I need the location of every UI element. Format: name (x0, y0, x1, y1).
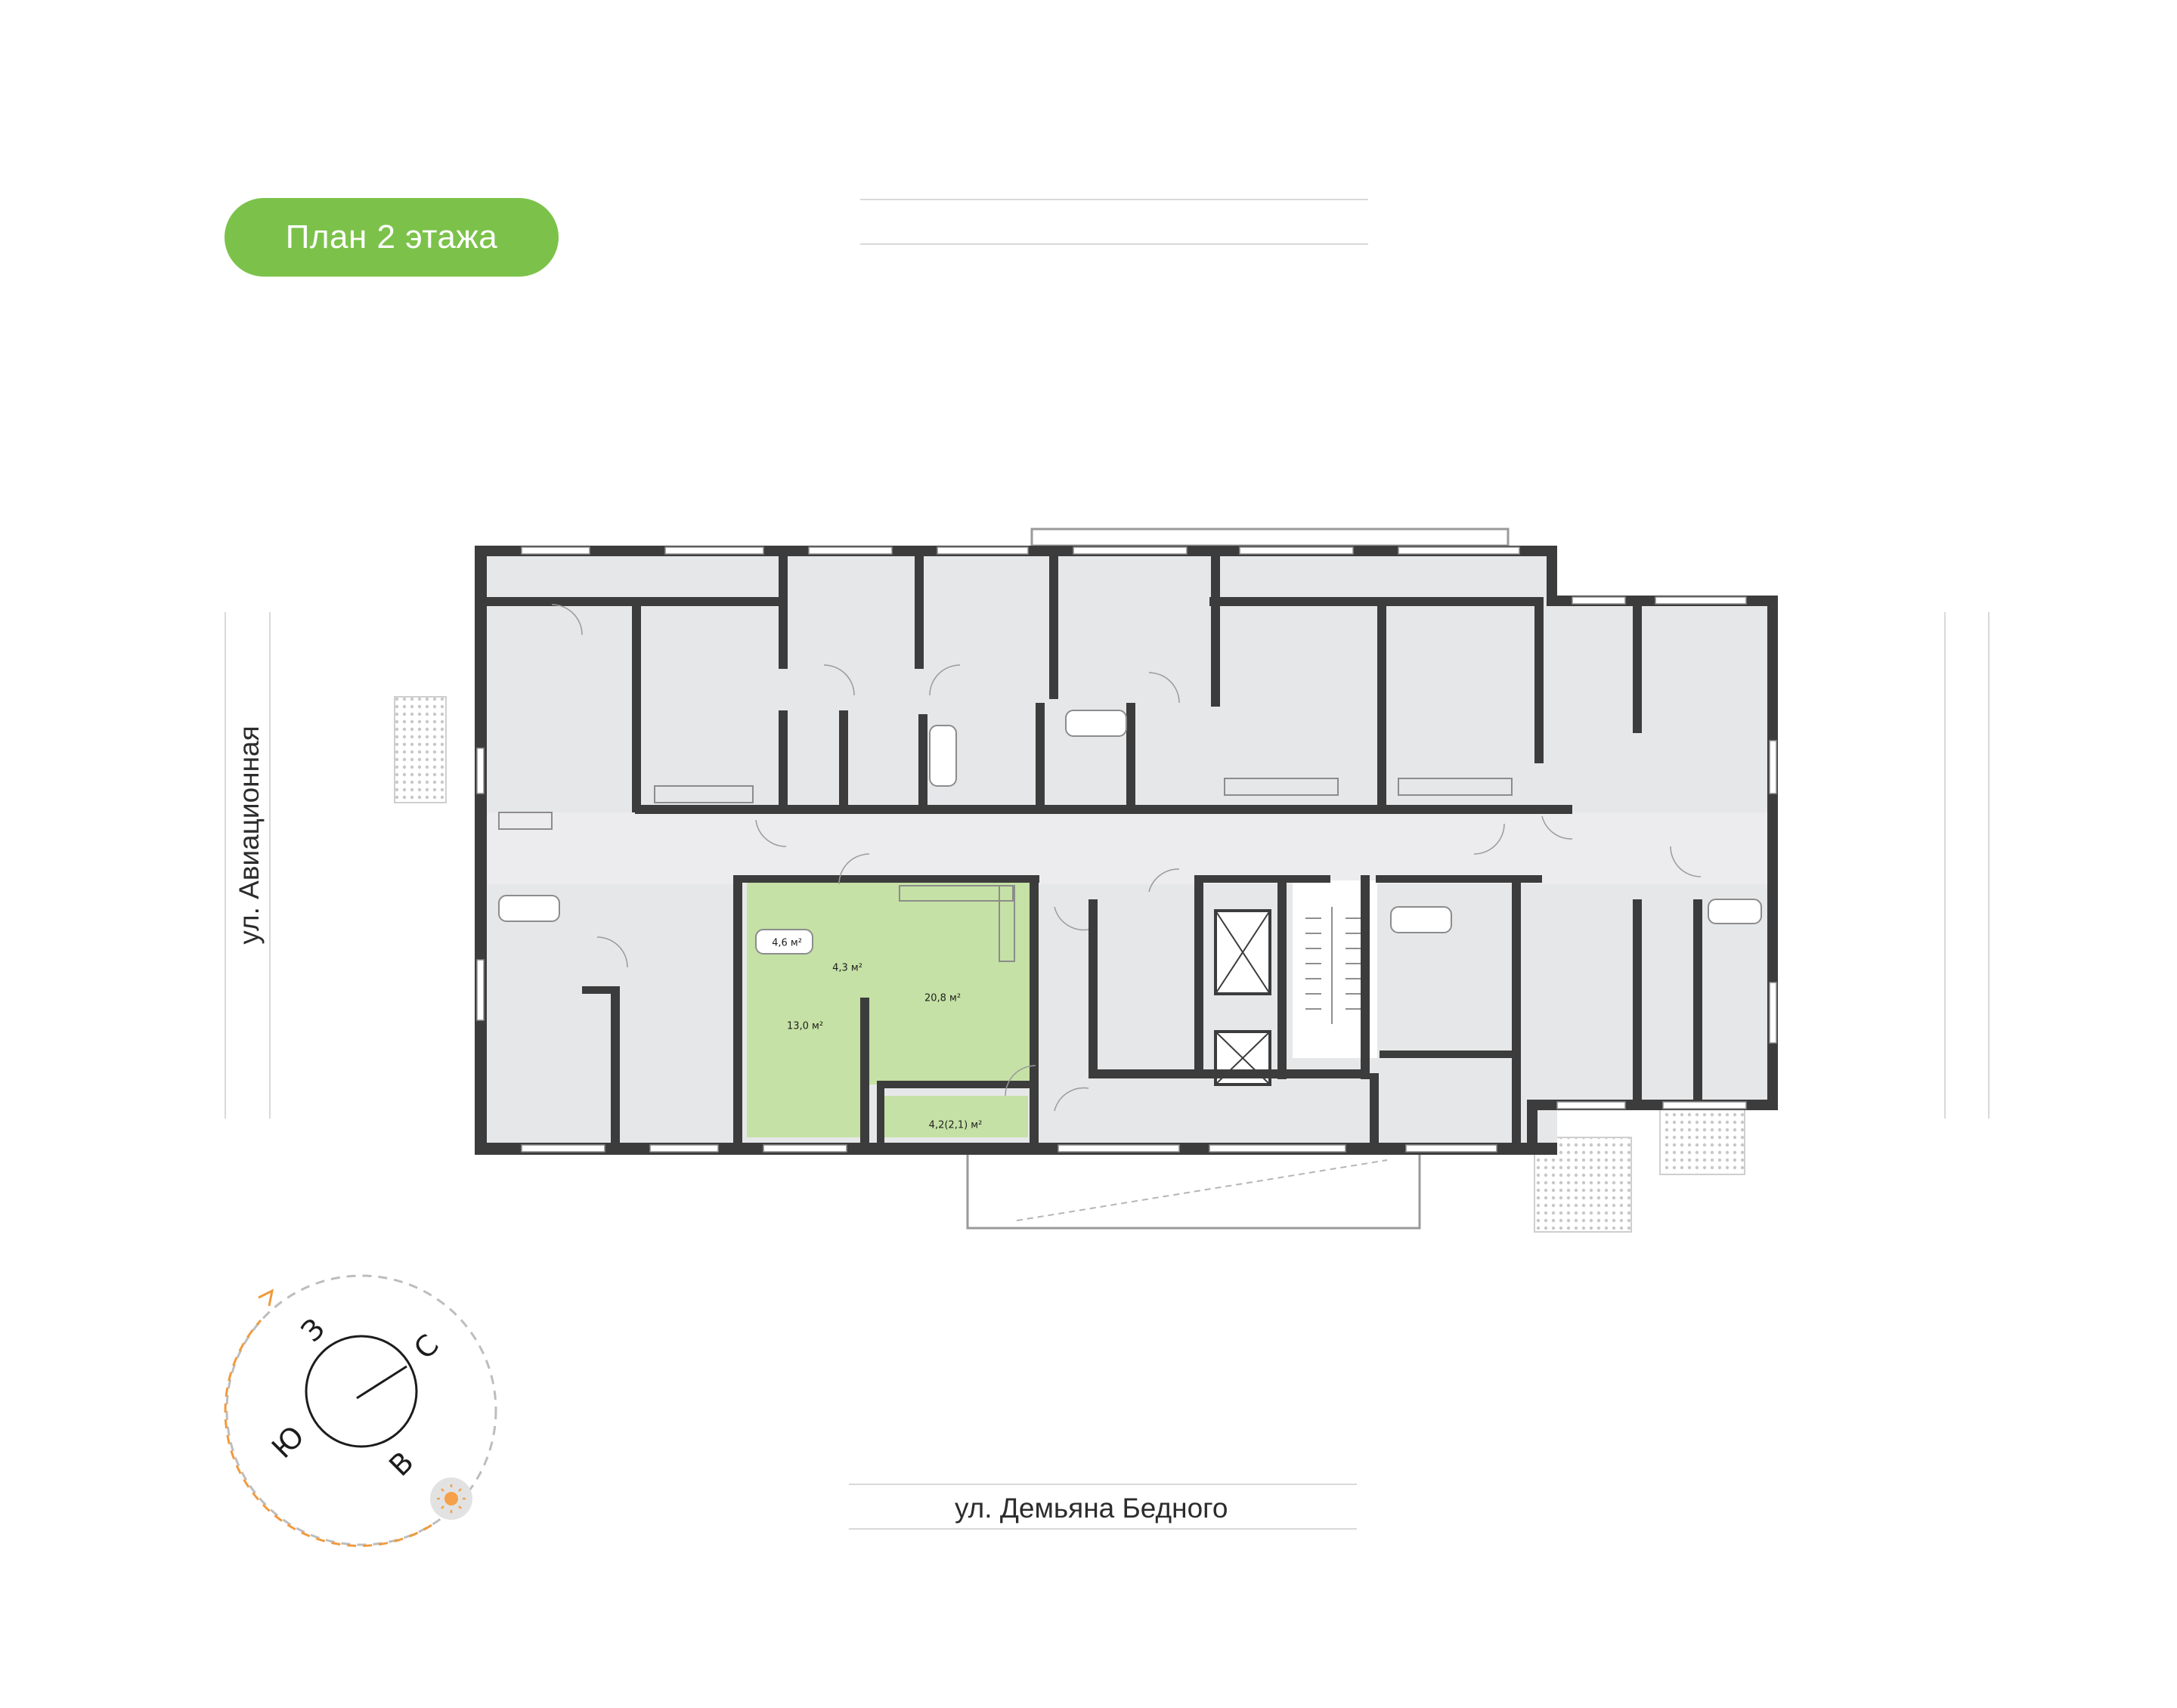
street-west-line (269, 612, 271, 1119)
stair-steps (1305, 907, 1364, 1024)
room-area-bedroom: 13,0 м² (786, 1020, 824, 1032)
street-west-line (225, 612, 226, 1119)
path-arrow-icon (258, 1289, 274, 1307)
bathtubs (498, 710, 1762, 955)
top-divider-line (860, 199, 1368, 200)
top-divider-line (860, 243, 1368, 245)
room-area-bathroom: 4,6 м² (772, 937, 802, 949)
door-swings (551, 604, 1702, 1112)
corridor (488, 812, 1773, 884)
street-south-label: ул. Демьяна Бедного (955, 1493, 1228, 1524)
room-area-hallway: 4,3 м² (832, 962, 862, 974)
street-south-line (849, 1484, 1357, 1485)
apt-balcony (884, 1096, 1028, 1137)
compass (224, 1274, 497, 1547)
terrace-south-far-right (1659, 1104, 1745, 1175)
apt-bedroom (747, 962, 860, 1137)
street-east-line (1944, 612, 1946, 1119)
room-area-living-kitchen: 20,8 м² (924, 992, 962, 1004)
apt-living-kitchen-lower (860, 1004, 1030, 1085)
street-south-line (849, 1528, 1357, 1530)
walls (475, 546, 1778, 1155)
floor-label-badge[interactable]: План 2 этажа (225, 198, 559, 277)
room-area-balcony: 4,2(2,1) м² (928, 1119, 983, 1131)
terrace-west (394, 696, 447, 803)
street-east-line (1988, 612, 1990, 1119)
kitchen-counters (498, 778, 1513, 962)
highlighted-apartment[interactable] (747, 879, 1030, 1137)
balcony-diagonal (1016, 1159, 1388, 1221)
sun-icon (430, 1477, 472, 1520)
balcony-top-outline (1030, 528, 1510, 547)
windows (476, 546, 1777, 1153)
balcony-bottom-outline (966, 1151, 1421, 1230)
